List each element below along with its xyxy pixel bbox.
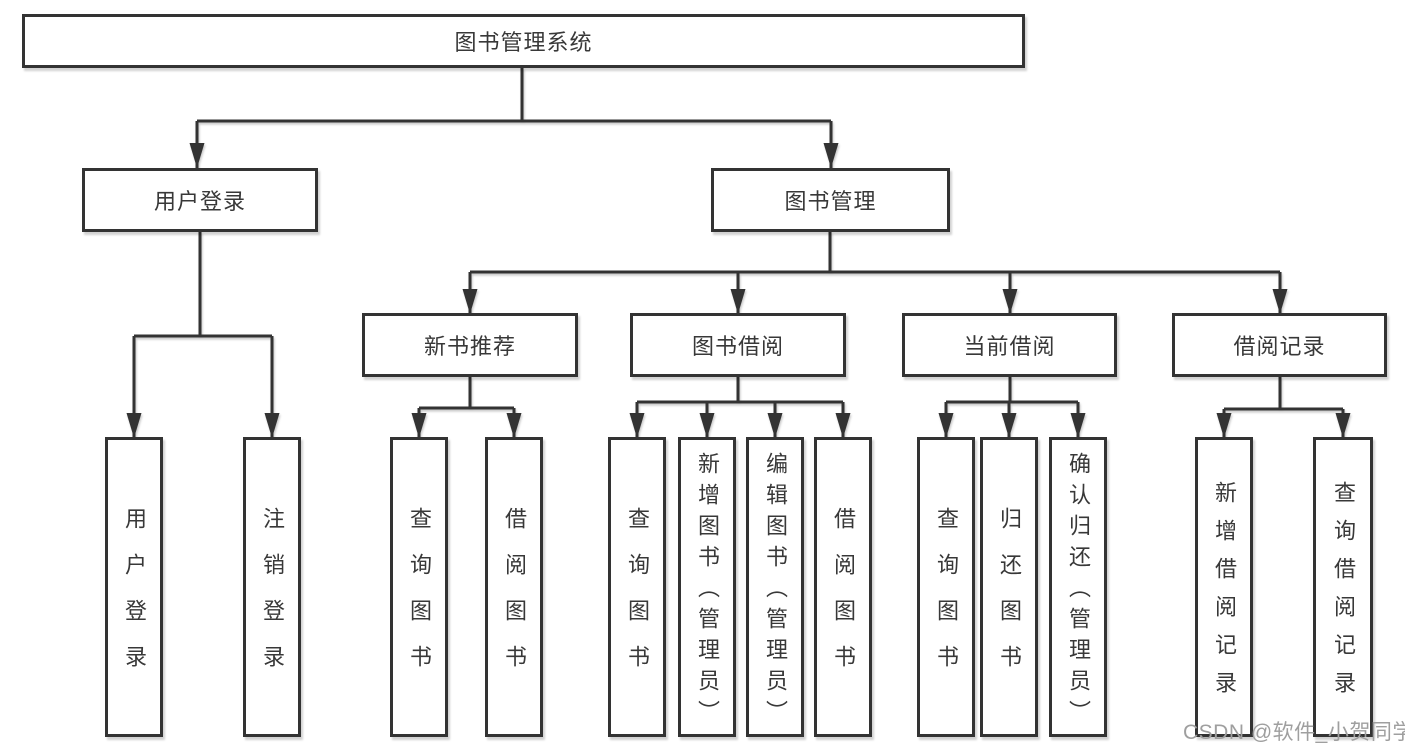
node-label: 查询图书 <box>407 507 432 691</box>
node-label: 图书管理系统 <box>454 30 593 55</box>
leaf-records-add-record: 新增借阅记录 <box>1195 437 1253 737</box>
watermark-text: CSDN @软件_小贺同学 <box>1183 721 1405 744</box>
node-label: 用户登录 <box>122 507 147 691</box>
node-label: 借阅图书 <box>502 507 527 691</box>
leaf-borrow-borrow-books: 借阅图书 <box>814 437 872 737</box>
connector-book-management-to-level2 <box>462 232 1288 314</box>
node-label: 归还图书 <box>997 507 1022 691</box>
leaf-borrow-add-books-admin: 新增图书（管理员） <box>678 437 736 737</box>
leaf-current-return-books: 归还图书 <box>980 437 1038 737</box>
connector-root-to-level1 <box>189 68 839 168</box>
connector-current-borrow-to-leaves <box>938 377 1086 438</box>
node-borrowing-records: 借阅记录 <box>1172 313 1387 377</box>
node-label: 编辑图书（管理员） <box>763 452 788 731</box>
node-label: 查询图书 <box>625 507 650 691</box>
node-label: 查询借阅记录 <box>1331 481 1356 709</box>
leaf-newbook-query-books: 查询图书 <box>390 437 448 737</box>
leaf-user-login: 用户登录 <box>105 437 163 737</box>
node-label: 图书管理 <box>784 189 877 214</box>
leaf-current-query-books: 查询图书 <box>917 437 975 737</box>
node-book-borrowing: 图书借阅 <box>630 313 846 377</box>
node-user-login: 用户登录 <box>82 168 318 232</box>
leaf-records-query-record: 查询借阅记录 <box>1313 437 1373 737</box>
leaf-current-confirm-return-admin: 确认归还（管理员） <box>1049 437 1107 737</box>
node-new-book-recommendation: 新书推荐 <box>362 313 578 377</box>
leaf-borrow-edit-books-admin: 编辑图书（管理员） <box>746 437 804 737</box>
node-label: 用户登录 <box>153 189 246 214</box>
leaf-logout: 注销登录 <box>243 437 301 737</box>
node-book-management: 图书管理 <box>711 168 950 232</box>
connector-user-login-to-leaves <box>126 232 280 438</box>
node-label: 新增图书（管理员） <box>695 452 720 731</box>
node-label: 查询图书 <box>934 507 959 691</box>
connector-new-book-to-leaves <box>411 377 522 438</box>
node-current-borrowing: 当前借阅 <box>902 313 1117 377</box>
node-label: 当前借阅 <box>963 334 1056 359</box>
node-label: 确认归还（管理员） <box>1066 452 1091 731</box>
connector-borrow-records-to-leaves <box>1216 377 1351 438</box>
node-label: 注销登录 <box>260 507 285 691</box>
node-library-management-system: 图书管理系统 <box>22 14 1025 68</box>
node-label: 借阅记录 <box>1233 334 1326 359</box>
node-label: 图书借阅 <box>691 334 784 359</box>
leaf-newbook-borrow-books: 借阅图书 <box>485 437 543 737</box>
connector-book-borrow-to-leaves <box>629 377 851 438</box>
leaf-borrow-query-books: 查询图书 <box>608 437 666 737</box>
node-label: 借阅图书 <box>831 507 856 691</box>
node-label: 新增借阅记录 <box>1212 481 1237 709</box>
node-label: 新书推荐 <box>423 334 516 359</box>
